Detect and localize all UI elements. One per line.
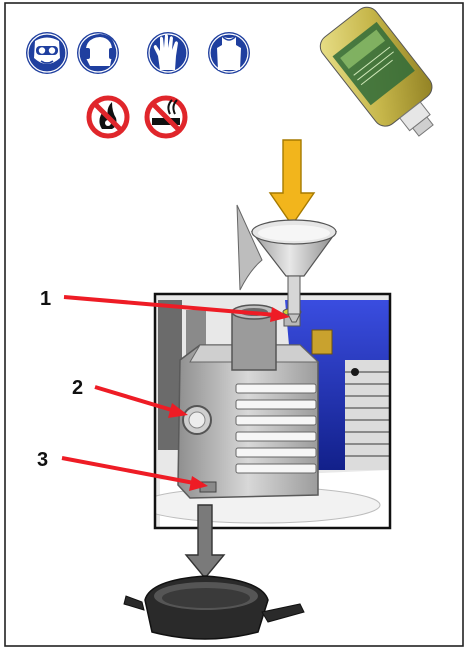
hearing-protection-icon [77,32,119,74]
drain-direction-arrow [184,504,226,580]
callout-arrow-1 [63,295,290,322]
callout-arrow-2 [94,385,188,418]
no-smoking-icon [144,95,188,139]
fill-direction-arrow [268,139,316,227]
oil-drain-pan [123,575,305,640]
safety-goggles-icon [26,32,68,74]
callout-label-3: 3 [37,449,48,471]
funnel [236,204,338,323]
callout-label-1: 1 [40,288,51,310]
no-open-flame-icon [86,95,130,139]
oil-bottle [319,6,434,137]
protective-apron-icon [208,32,250,74]
callout-arrow-3 [61,456,208,491]
protective-gloves-icon [147,32,189,74]
callout-label-2: 2 [72,377,83,399]
